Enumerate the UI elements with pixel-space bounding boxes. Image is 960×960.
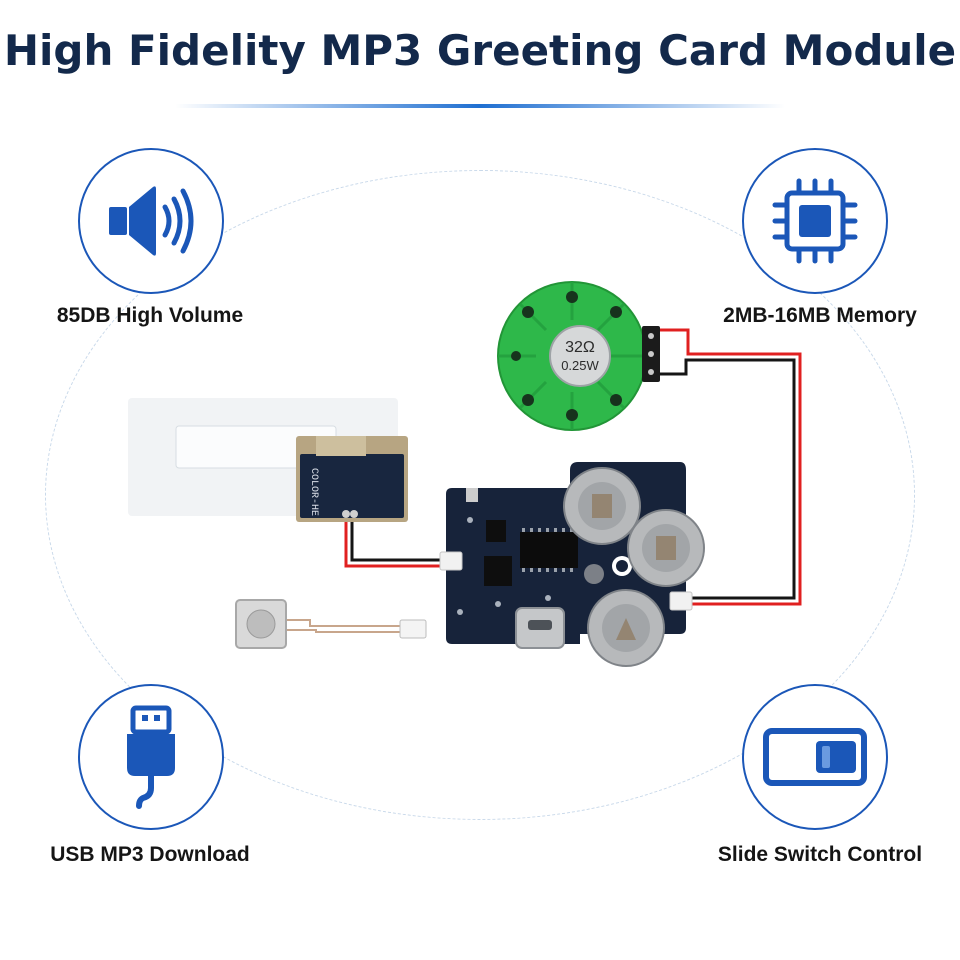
battery-holder-2 (627, 509, 705, 587)
speaker-impedance-label: 32Ω (565, 339, 595, 356)
button-connector (399, 619, 427, 639)
feature-usb (78, 684, 224, 830)
feature-label-memory: 2MB-16MB Memory (723, 304, 917, 327)
push-button (235, 599, 287, 649)
speaker: 32Ω 0.25W (497, 281, 660, 431)
feature-label-usb: USB MP3 Download (50, 843, 250, 866)
speaker-icon (109, 186, 194, 256)
sensor-wire-black (350, 518, 440, 562)
button-wire-top (284, 619, 402, 627)
speaker-wire-black (652, 358, 796, 600)
title-underline (175, 104, 785, 108)
dashed-ellipse-outline (45, 170, 915, 820)
light-sensor-module: COLOR-HE (128, 398, 408, 522)
sensor-wire-red (344, 518, 440, 568)
main-pcb (439, 462, 705, 667)
sensor-chip-label: COLOR-HE (308, 468, 319, 516)
button-wire-bottom (284, 629, 402, 633)
chip-icon (772, 178, 858, 264)
feature-volume (78, 148, 224, 294)
feature-memory (742, 148, 888, 294)
feature-label-volume: 85DB High Volume (56, 304, 244, 327)
battery-holder-3 (587, 589, 665, 667)
battery-holder-1 (563, 467, 641, 545)
usb-icon (127, 705, 175, 809)
slide-switch-icon (763, 728, 867, 786)
speaker-wire-red (652, 328, 802, 606)
feature-label-switch: Slide Switch Control (717, 843, 923, 866)
speaker-power-label: 0.25W (561, 358, 599, 373)
page-title: High Fidelity MP3 Greeting Card Module (3, 26, 957, 75)
feature-switch (742, 684, 888, 830)
